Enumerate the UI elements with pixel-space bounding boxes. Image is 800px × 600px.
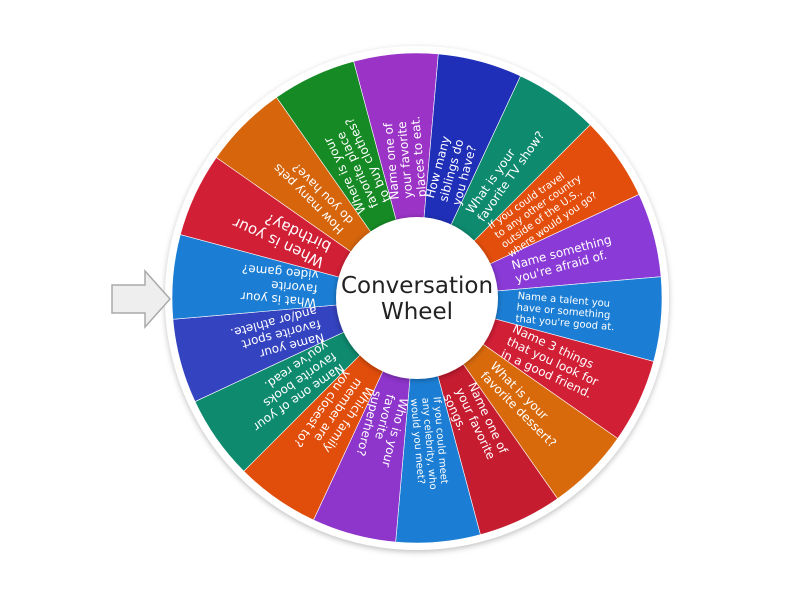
wheel-segment-label-line: video game? — [241, 262, 319, 283]
hub-circle[interactable] — [336, 217, 498, 379]
wheel-title-line-1: Conversation — [341, 273, 493, 299]
wheel-segment-label-line: your favorite — [395, 121, 416, 199]
wheel-segment-label-line: Name one of — [381, 122, 402, 201]
wheel-title-line-2: Wheel — [381, 299, 453, 325]
arrow-right-icon — [111, 269, 172, 329]
wheel-hub[interactable]: Conversation Wheel — [336, 217, 498, 379]
wheel-segment-label-line: favorite — [271, 278, 318, 296]
pointer-arrow-shape — [111, 269, 172, 329]
wheel-segment-label-line: What is your — [240, 289, 317, 310]
